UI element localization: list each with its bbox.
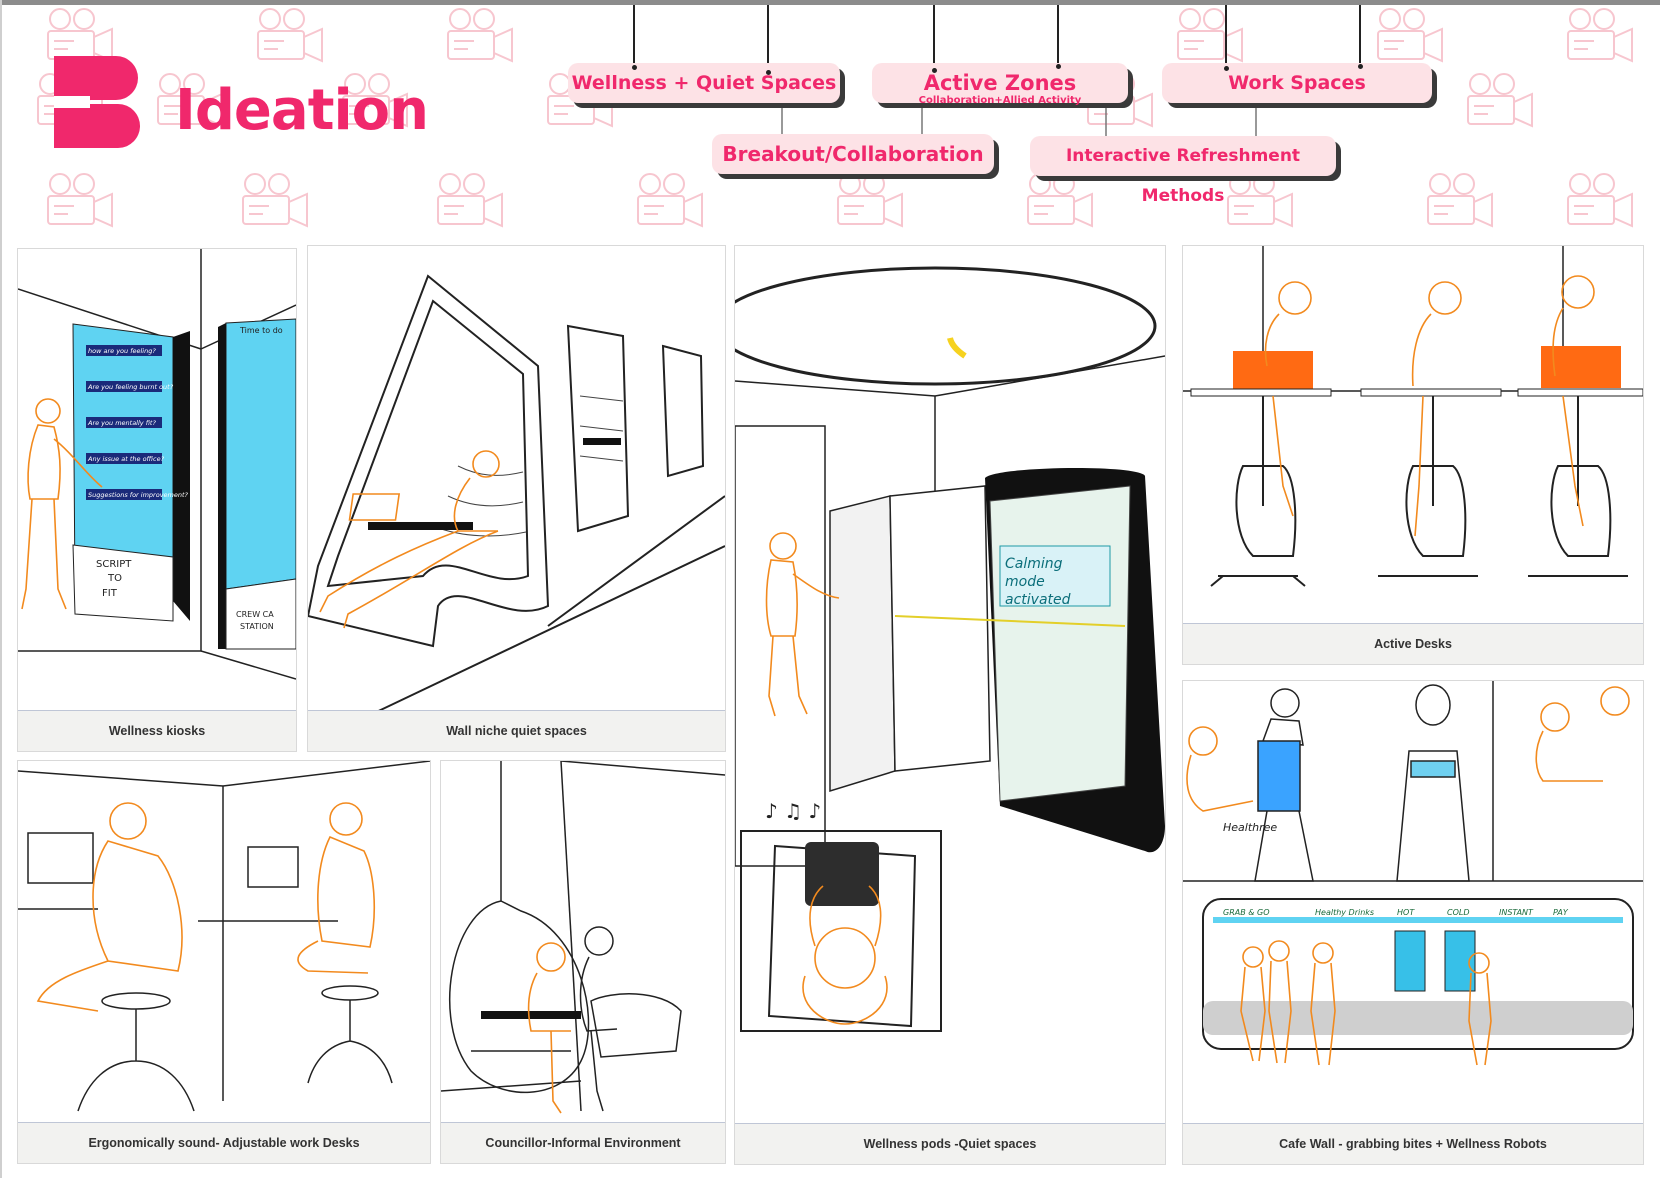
tag-label: Active Zones xyxy=(923,71,1077,95)
camera-watermark-icon xyxy=(242,173,308,228)
pod-screen-text: mode xyxy=(1005,574,1045,590)
card-wellness-kiosks: how are you feeling? Are you feeling bur… xyxy=(17,248,297,752)
camera-watermark-icon xyxy=(342,73,408,128)
watermark-layer xyxy=(0,0,1660,240)
card-caption: Wall niche quiet spaces xyxy=(308,710,725,751)
connector-dot xyxy=(632,65,637,70)
kiosk-base-text: FIT xyxy=(102,588,118,599)
sketch-councillor xyxy=(441,761,725,1114)
card-wellness-pods: Calming mode activated ♪ ♫ ♪ Wellness po… xyxy=(734,245,1166,1165)
card-cafe-wall: Healthree GRAB & GO Healthy Drinks HOT C… xyxy=(1182,680,1644,1165)
tag-sublabel: Collaboration+Allied Activity xyxy=(918,95,1082,106)
connector-dot xyxy=(932,68,937,73)
cafe-section-label: Healthy Drinks xyxy=(1315,908,1374,917)
camera-watermark-icon xyxy=(47,173,113,228)
camera-watermark-icon xyxy=(637,173,703,228)
robot-chest-text: Healthree xyxy=(1223,821,1277,834)
card-caption: Wellness kiosks xyxy=(18,710,296,751)
camera-watermark-icon xyxy=(1467,73,1533,128)
svg-text:♪ ♫ ♪: ♪ ♫ ♪ xyxy=(765,799,821,823)
tag-wellness-quiet-spaces: Wellness + Quiet Spaces xyxy=(568,63,840,103)
card-caption: Active Desks xyxy=(1183,623,1643,664)
card-caption: Cafe Wall - grabbing bites + Wellness Ro… xyxy=(1183,1123,1643,1164)
cafe-section-label: HOT xyxy=(1397,908,1415,917)
camera-watermark-icon xyxy=(1427,173,1493,228)
sketch-wellness-pods: Calming mode activated ♪ ♫ ♪ xyxy=(735,266,1165,1032)
camera-watermark-icon xyxy=(1027,173,1093,228)
camera-watermark-icon xyxy=(1177,8,1243,63)
category-connectors xyxy=(633,5,1361,140)
camera-watermark-icon xyxy=(157,73,223,128)
card-councillor: Councillor-Informal Environment xyxy=(440,760,726,1164)
kiosk-line: how are you feeling? xyxy=(88,347,156,355)
card-active-desks: Active Desks xyxy=(1182,245,1644,665)
kiosk-line: Are you feeling burnt out? xyxy=(87,383,174,391)
card-caption: Councillor-Informal Environment xyxy=(441,1122,725,1163)
sketch-wellness-kiosks: how are you feeling? Are you feeling bur… xyxy=(18,249,296,680)
brand-logo xyxy=(54,56,146,153)
kiosk2-title: Time to do xyxy=(239,326,283,335)
page-title: Ideation xyxy=(175,78,429,143)
kiosk-line: Suggestions for improvement? xyxy=(88,491,189,499)
tag-work-spaces: Work Spaces xyxy=(1162,63,1432,103)
tag-label: Interactive Refreshment Methods xyxy=(1065,146,1301,206)
tag-label: Work Spaces xyxy=(1228,72,1366,94)
cafe-section-label: GRAB & GO xyxy=(1223,908,1270,917)
cafe-section-label: INSTANT xyxy=(1499,908,1534,917)
connector-dot xyxy=(766,70,771,75)
tag-label: Breakout/Collaboration xyxy=(722,142,984,166)
kiosk-line: Any issue at the office? xyxy=(87,455,165,463)
connector-dot xyxy=(1056,64,1061,69)
camera-watermark-icon xyxy=(257,8,323,63)
left-border xyxy=(0,0,2,1178)
sketch-cafe-wall: Healthree GRAB & GO Healthy Drinks HOT C… xyxy=(1183,681,1643,1066)
kiosk-base-text: TO xyxy=(107,573,122,584)
tag-active-zones: Active Zones Collaboration+Allied Activi… xyxy=(872,63,1128,106)
tag-breakout-collaboration: Breakout/Collaboration xyxy=(712,134,994,174)
camera-watermark-icon xyxy=(837,173,903,228)
sketch-wall-niche xyxy=(308,274,725,711)
card-wall-niche: Wall niche quiet spaces xyxy=(307,245,726,752)
tag-label: Wellness + Quiet Spaces xyxy=(571,72,837,94)
kiosk2-base: CREW CA xyxy=(236,610,274,619)
sketch-active-desks xyxy=(1183,246,1643,587)
tag-interactive-refreshment: Interactive Refreshment Methods xyxy=(1030,136,1336,206)
camera-watermark-icon xyxy=(1567,173,1633,228)
camera-watermark-icon xyxy=(1567,8,1633,63)
top-border xyxy=(0,0,1660,5)
camera-watermark-icon xyxy=(437,173,503,228)
sketch-ergonomic-desks xyxy=(18,761,430,1112)
logo-b-icon xyxy=(54,56,140,148)
kiosk-line: Are you mentally fit? xyxy=(87,419,156,427)
card-caption: Ergonomically sound- Adjustable work Des… xyxy=(18,1122,430,1163)
camera-watermark-icon xyxy=(447,8,513,63)
pod-screen-text: Calming xyxy=(1005,556,1063,572)
camera-watermark-icon xyxy=(1377,8,1443,63)
cafe-section-label: COLD xyxy=(1447,908,1470,917)
cafe-section-label: PAY xyxy=(1553,908,1569,917)
connector-dot xyxy=(1224,66,1229,71)
kiosk-base-text: SCRIPT xyxy=(96,559,132,570)
card-ergonomic-desks: Ergonomically sound- Adjustable work Des… xyxy=(17,760,431,1164)
connector-dot xyxy=(1358,64,1363,69)
card-caption: Wellness pods -Quiet spaces xyxy=(735,1123,1165,1164)
kiosk2-base: STATION xyxy=(240,622,274,631)
pod-screen-text: activated xyxy=(1005,592,1071,608)
